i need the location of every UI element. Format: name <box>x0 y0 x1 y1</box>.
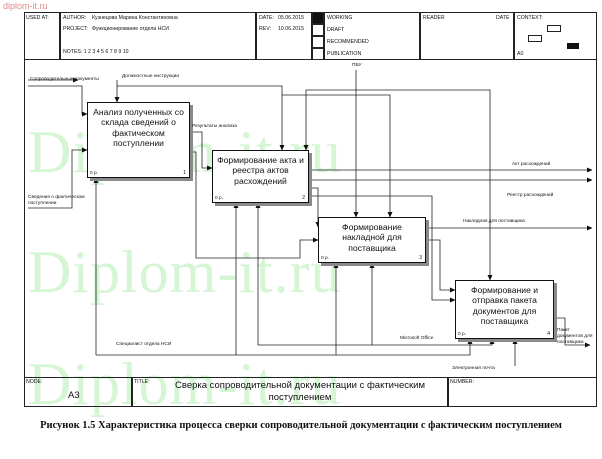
arrow-a2-to-a3 <box>309 187 321 228</box>
diagram-title: Сверка сопроводительной документации с ф… <box>175 380 425 403</box>
arrow-pbu-a2 <box>303 70 357 151</box>
arrow-a3-to-a4 <box>426 239 456 293</box>
date-value: 05.06.2015 <box>278 15 304 21</box>
context-box-1 <box>547 25 561 32</box>
footer-title-cell <box>132 377 448 407</box>
rev-value: 10.06.2015 <box>278 26 304 32</box>
header-date-cell <box>256 12 312 60</box>
label-analysis-results: Результаты анализа <box>192 124 237 129</box>
header-author-cell <box>60 12 256 60</box>
status-working: WORKING <box>327 15 353 21</box>
watermark-text-2: Diplom-it.ru <box>28 239 342 305</box>
used-at-label: USED AT: <box>26 15 49 21</box>
arrow-a1-to-a3 <box>190 151 319 259</box>
activity-number-2: 2 <box>302 195 305 201</box>
arrow-control-instructions-a3 <box>282 94 393 218</box>
node-value: А3 <box>68 390 80 401</box>
arrow-specialist-a3 <box>236 262 339 356</box>
project-label: PROJECT: <box>63 26 89 32</box>
number-label: NUMBER: <box>450 379 474 385</box>
context-node: A0 <box>517 51 524 57</box>
title-label: TITLE: <box>134 379 150 385</box>
activity-title-3: Формирование накладной для поставщика <box>342 222 402 253</box>
header-reader-cell <box>420 12 514 60</box>
label-job-instructions: Должностные инструкции <box>122 74 180 79</box>
status-draft: DRAFT <box>327 27 345 33</box>
activity-cost-4: 0 р. <box>458 332 467 337</box>
label-microsoft-office: Microsoft Office <box>400 336 434 341</box>
activity-number-1: 1 <box>183 170 186 176</box>
status-publication: PUBLICATION <box>327 51 362 57</box>
activity-title-4: Формирование и отправка пакета документо… <box>470 285 539 327</box>
arrow-ms-office-a3 <box>258 262 375 346</box>
label-discrepancy-register: Реестр расхождений <box>507 193 554 198</box>
activity-cost-2: 0 р. <box>215 196 224 201</box>
activity-number-4: 4 <box>547 331 550 337</box>
footer-number-cell <box>448 377 597 407</box>
context-label: CONTEXT: <box>517 15 543 21</box>
activity-number-3: 3 <box>419 255 422 261</box>
date-label: DATE: <box>259 15 274 21</box>
project-value: Функционирование отдела НСИ <box>92 26 169 32</box>
node-label: NODE: <box>26 379 43 385</box>
author-label: AUTHOR: <box>63 15 87 21</box>
reader-label: READER <box>423 15 445 21</box>
status-draft-checkbox[interactable] <box>312 24 324 36</box>
status-publication-checkbox[interactable] <box>312 48 324 60</box>
activity-cost-3: 0 р. <box>321 256 330 261</box>
notes-line: NOTES: 1 2 3 4 5 6 7 8 9 10 <box>63 49 129 55</box>
status-recommended: RECOMMENDED <box>327 39 369 45</box>
activity-title-1: Анализ полученных со склада сведений о ф… <box>93 107 184 149</box>
arrow-a2-to-a4 <box>309 195 456 303</box>
label-accompanying-docs: Сопроводительные документы <box>30 77 99 82</box>
status-column <box>324 12 420 60</box>
status-working-checkbox[interactable] <box>312 12 324 24</box>
arrow-control-instructions-a2 <box>117 85 285 151</box>
status-recommended-checkbox[interactable] <box>312 36 324 48</box>
label-nsi-specialist: Специалист отдела НСИ <box>116 342 172 347</box>
figure-caption: Рисунок 1.5 Характеристика процесса свер… <box>40 420 562 431</box>
activity-box-2[interactable]: Формирование акта и реестра актов расхож… <box>212 150 309 203</box>
label-pbu: ПБУ <box>352 63 362 68</box>
header-used-at-cell <box>24 12 60 60</box>
label-supplier-invoice: Накладная для поставщика <box>463 219 525 224</box>
context-box-current <box>567 43 579 49</box>
arrow-accompanying-docs <box>28 85 88 117</box>
activity-box-1[interactable]: Анализ полученных со склада сведений о ф… <box>87 102 190 178</box>
activity-cost-1: 0 р. <box>90 171 99 176</box>
activity-box-4[interactable]: Формирование и отправка пакета документо… <box>455 280 554 339</box>
arrow-analysis-results <box>190 131 213 171</box>
watermark-site-label: diplom-it.ru <box>3 1 48 11</box>
activity-box-3[interactable]: Формирование накладной для поставщика 0 … <box>318 217 426 263</box>
reader-date-label: DATE <box>496 15 510 21</box>
arrow-specialist-a4 <box>336 338 473 356</box>
context-box-2 <box>528 35 542 42</box>
rev-label: REV: <box>259 26 271 32</box>
header-context-cell <box>514 12 597 60</box>
arrow-pbu-a4 <box>356 89 493 281</box>
arrow-specialist-a2 <box>96 202 239 356</box>
label-document-package: Пакет документов для поставщика <box>557 328 593 345</box>
arrow-document-package <box>554 317 591 348</box>
arrow-ms-office-a4 <box>372 338 495 346</box>
label-discrepancy-act: Акт расхождений <box>512 162 551 167</box>
label-receipt-info: Сведения о фактическом поступлении <box>28 195 85 206</box>
footer-node-cell <box>24 377 132 407</box>
activity-title-2: Формирование акта и реестра актов расхож… <box>217 155 304 186</box>
label-email: Электронная почта <box>452 366 495 371</box>
arrow-receipt-info <box>28 147 88 209</box>
author-value: Кузнецова Марина Константиновна <box>92 15 178 21</box>
